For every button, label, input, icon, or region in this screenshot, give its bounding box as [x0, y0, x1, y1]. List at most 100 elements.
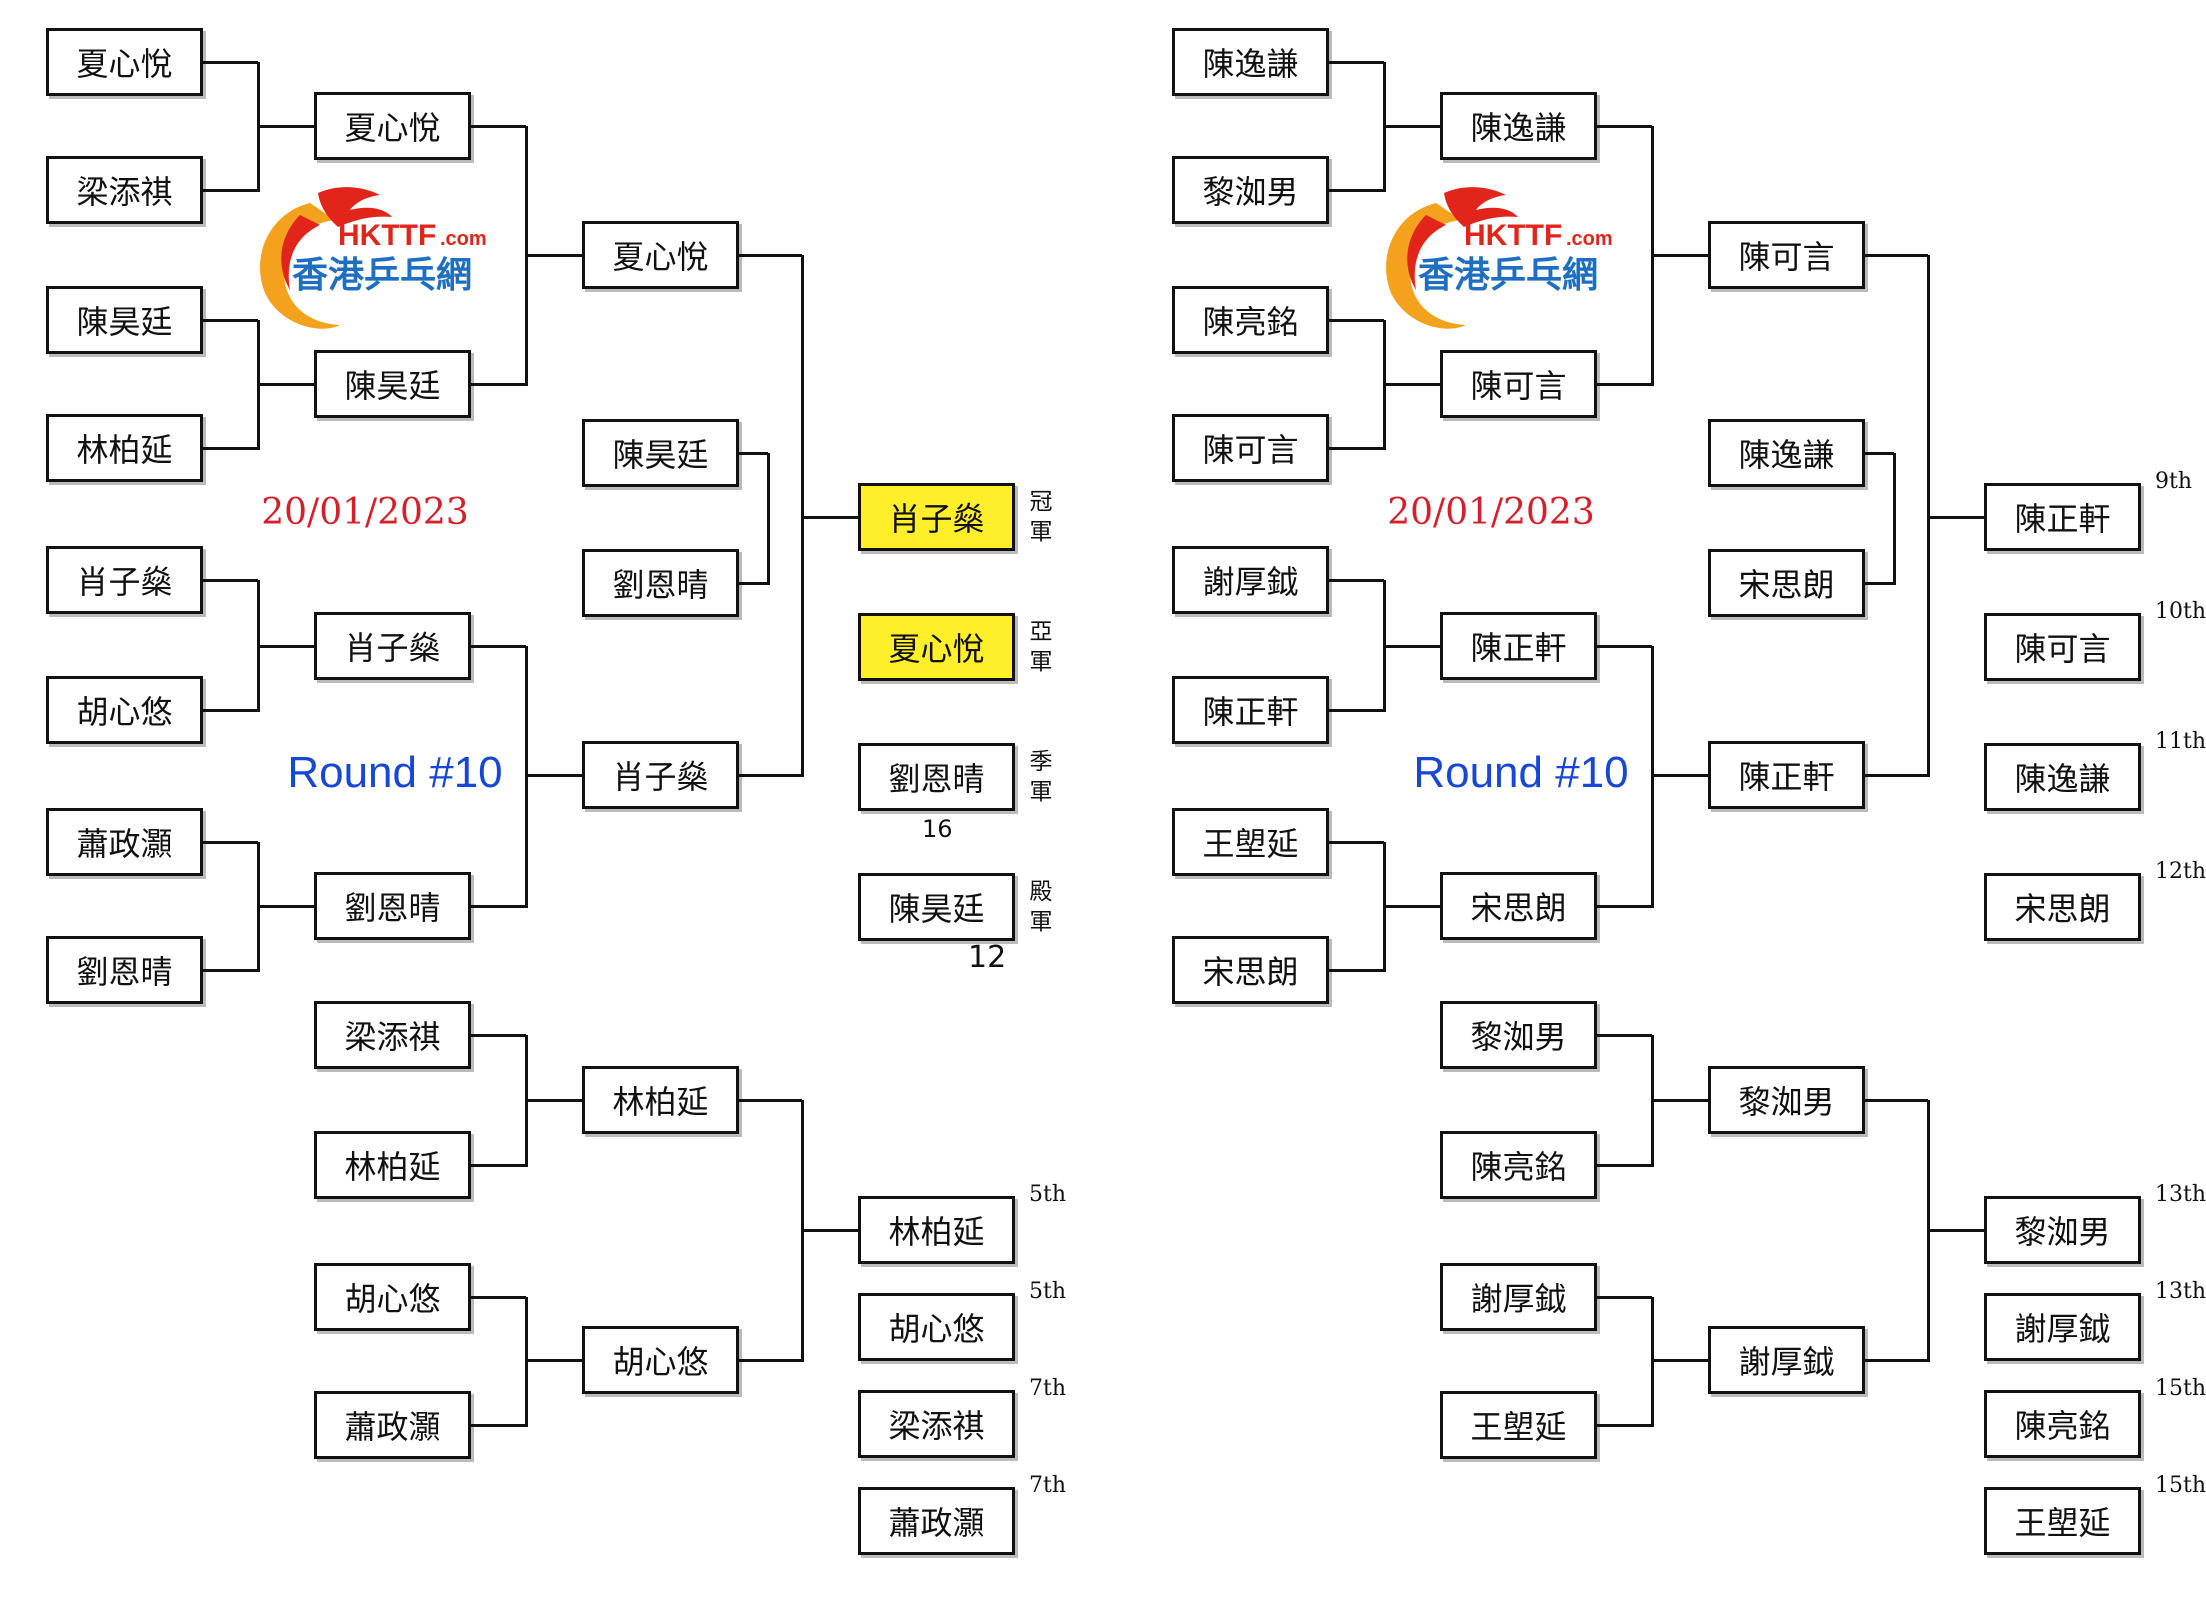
player-box[interactable]: 陳昊廷 — [314, 350, 471, 418]
player-box[interactable]: 陳正軒 — [1440, 612, 1597, 680]
player-box[interactable]: 梁添祺 — [314, 1001, 471, 1069]
connector-line — [1384, 904, 1440, 908]
connector-line — [1597, 904, 1652, 908]
placement-box[interactable]: 宋思朗 — [1984, 873, 2141, 941]
connector-line — [1865, 1098, 1928, 1102]
rank-label: 13th — [2155, 1182, 2206, 1207]
placement-box[interactable]: 胡心悠 — [858, 1293, 1015, 1361]
connector-line — [203, 188, 258, 192]
player-box[interactable]: 宋思朗 — [1708, 549, 1865, 617]
player-box[interactable]: 陳逸謙 — [1708, 419, 1865, 487]
score-label: 12 — [968, 940, 1007, 975]
connector-line — [526, 1098, 582, 1102]
connector-line — [1928, 515, 1984, 519]
player-box[interactable]: 謝厚鉞 — [1440, 1263, 1597, 1331]
connector-line — [1652, 1358, 1708, 1362]
player-box[interactable]: 王塱延 — [1172, 808, 1329, 876]
player-box[interactable]: 肖子燊 — [314, 612, 471, 680]
logo-brand: HKTTF — [1464, 219, 1562, 252]
player-box[interactable]: 劉恩晴 — [314, 872, 471, 940]
placement-box[interactable]: 王塱延 — [1984, 1487, 2141, 1555]
player-box[interactable]: 陳正軒 — [1172, 676, 1329, 744]
player-box[interactable]: 陳可言 — [1440, 350, 1597, 418]
connector-line — [739, 773, 802, 777]
player-box[interactable]: 林柏延 — [314, 1131, 471, 1199]
placement-box[interactable]: 陳亮銘 — [1984, 1390, 2141, 1458]
placement-box[interactable]: 劉恩晴 — [858, 743, 1015, 811]
placement-box[interactable]: 夏心悅 — [858, 613, 1015, 681]
placement-box[interactable]: 陳逸謙 — [1984, 743, 2141, 811]
connector-line — [1329, 446, 1384, 450]
connector-line — [471, 124, 526, 128]
player-box[interactable]: 陳逸謙 — [1440, 92, 1597, 160]
connector-line — [1329, 968, 1384, 972]
player-box[interactable]: 宋思朗 — [1172, 936, 1329, 1004]
connector-line — [802, 515, 858, 519]
player-box[interactable]: 謝厚鉞 — [1708, 1326, 1865, 1394]
player-box[interactable]: 黎洳男 — [1440, 1001, 1597, 1069]
player-box[interactable]: 夏心悅 — [314, 92, 471, 160]
player-box[interactable]: 肖子燊 — [582, 741, 739, 809]
placement-box[interactable]: 黎洳男 — [1984, 1196, 2141, 1264]
placement-box[interactable]: 陳可言 — [1984, 613, 2141, 681]
player-box[interactable]: 夏心悅 — [582, 221, 739, 289]
connector-line — [1865, 253, 1928, 257]
connector-line — [739, 253, 802, 257]
player-box[interactable]: 劉恩晴 — [46, 936, 203, 1004]
player-box[interactable]: 陳可言 — [1708, 221, 1865, 289]
placement-box[interactable]: 蕭政灝 — [858, 1487, 1015, 1555]
player-box[interactable]: 陳昊廷 — [46, 286, 203, 354]
player-box[interactable]: 陳逸謙 — [1172, 28, 1329, 96]
connector-line — [258, 904, 314, 908]
placement-box[interactable]: 梁添祺 — [858, 1390, 1015, 1458]
connector-line — [1865, 581, 1894, 585]
player-box[interactable]: 黎洳男 — [1172, 156, 1329, 224]
connector-line — [258, 644, 314, 648]
player-box[interactable]: 陳昊廷 — [582, 419, 739, 487]
player-box[interactable]: 陳亮銘 — [1440, 1131, 1597, 1199]
player-box[interactable]: 胡心悠 — [46, 676, 203, 744]
connector-line — [1384, 382, 1440, 386]
player-box[interactable]: 宋思朗 — [1440, 872, 1597, 940]
connector-line — [203, 60, 258, 64]
connector-line — [524, 646, 528, 908]
placement-box[interactable]: 謝厚鉞 — [1984, 1293, 2141, 1361]
connector-line — [1597, 1163, 1652, 1167]
player-box[interactable]: 林柏延 — [46, 414, 203, 482]
player-box[interactable]: 胡心悠 — [314, 1263, 471, 1331]
player-box[interactable]: 陳正軒 — [1708, 741, 1865, 809]
player-box[interactable]: 王塱延 — [1440, 1391, 1597, 1459]
player-box[interactable]: 肖子燊 — [46, 546, 203, 614]
connector-line — [526, 1358, 582, 1362]
rank-label: 15th — [2155, 1376, 2206, 1401]
rank-label: 9th — [2155, 469, 2193, 494]
connector-line — [203, 968, 258, 972]
player-box[interactable]: 蕭政灝 — [46, 808, 203, 876]
player-box[interactable]: 蕭政灝 — [314, 1391, 471, 1459]
placement-box[interactable]: 陳正軒 — [1984, 483, 2141, 551]
connector-line — [524, 1297, 528, 1427]
player-box[interactable]: 黎洳男 — [1708, 1066, 1865, 1134]
placement-box[interactable]: 陳昊廷 — [858, 873, 1015, 941]
player-box[interactable]: 陳可言 — [1172, 414, 1329, 482]
player-box[interactable]: 胡心悠 — [582, 1326, 739, 1394]
connector-line — [203, 578, 258, 582]
connector-line — [471, 1163, 526, 1167]
connector-line — [203, 446, 258, 450]
player-box[interactable]: 謝厚鉞 — [1172, 546, 1329, 614]
placement-box[interactable]: 林柏延 — [858, 1196, 1015, 1264]
placement-box[interactable]: 肖子燊 — [858, 483, 1015, 551]
player-box[interactable]: 劉恩晴 — [582, 549, 739, 617]
player-box[interactable]: 梁添祺 — [46, 156, 203, 224]
rank-label: 7th — [1029, 1473, 1067, 1498]
player-box[interactable]: 陳亮銘 — [1172, 286, 1329, 354]
connector-line — [1329, 840, 1384, 844]
logo-suffix: .com — [440, 228, 487, 250]
connector-line — [471, 1033, 526, 1037]
player-box[interactable]: 夏心悅 — [46, 28, 203, 96]
connector-line — [739, 1098, 802, 1102]
player-box[interactable]: 林柏延 — [582, 1066, 739, 1134]
